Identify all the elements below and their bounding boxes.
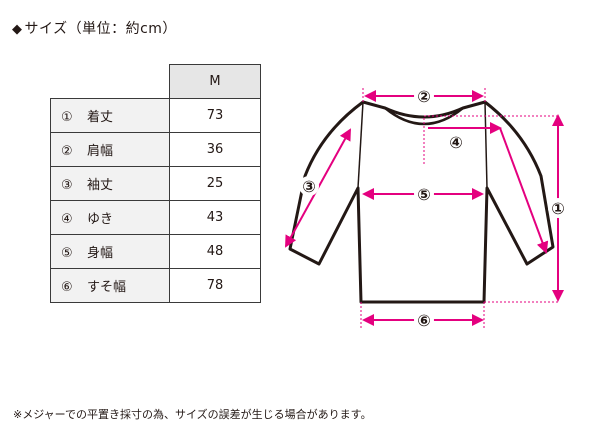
table-row: ③ 袖丈 25 xyxy=(50,166,261,201)
marker-body-width: ⑤ xyxy=(417,185,431,204)
measurement-note: ※メジャーでの平置き採寸の為、サイズの誤差が生じる場合があります。 xyxy=(13,408,372,421)
row-label: 袖丈 xyxy=(87,178,114,193)
row-label: ゆき xyxy=(87,212,114,227)
row-number: ④ xyxy=(61,212,73,227)
table-header-row: M xyxy=(50,64,261,99)
row-value: 73 xyxy=(169,98,261,133)
row-value: 43 xyxy=(169,200,261,235)
diamond-icon: ◆ xyxy=(12,22,23,37)
row-number: ② xyxy=(61,144,73,159)
yuki-sleeve-arrow xyxy=(499,127,549,254)
table-row: ① 着丈 73 xyxy=(50,98,261,133)
title-text: サイズ（単位：約cm） xyxy=(24,21,177,37)
marker-length: ① xyxy=(551,199,565,218)
table-row: ④ ゆき 43 xyxy=(50,200,261,235)
table-row: ⑤ 身幅 48 xyxy=(50,234,261,269)
row-number: ① xyxy=(61,110,73,125)
marker-sleeve-length: ③ xyxy=(302,177,316,196)
left-armhole-line xyxy=(357,101,364,189)
table-row: ⑥ すそ幅 78 xyxy=(50,268,261,303)
row-value: 48 xyxy=(169,234,261,269)
row-value: 25 xyxy=(169,166,261,201)
marker-yuki: ④ xyxy=(449,133,463,152)
page-title: ◆サイズ（単位：約cm） xyxy=(12,18,177,38)
column-header-m: M xyxy=(169,64,261,99)
row-label: すそ幅 xyxy=(87,280,127,295)
marker-hem-width: ⑥ xyxy=(417,311,431,330)
marker-shoulder-width: ② xyxy=(417,87,431,106)
row-number: ③ xyxy=(61,178,73,193)
row-number: ⑤ xyxy=(61,246,73,261)
row-label: 着丈 xyxy=(87,110,114,125)
guide-lines xyxy=(360,88,558,330)
row-value: 78 xyxy=(169,268,261,303)
row-number: ⑥ xyxy=(61,280,73,295)
row-label: 肩幅 xyxy=(87,144,114,159)
row-label: 身幅 xyxy=(87,246,114,261)
